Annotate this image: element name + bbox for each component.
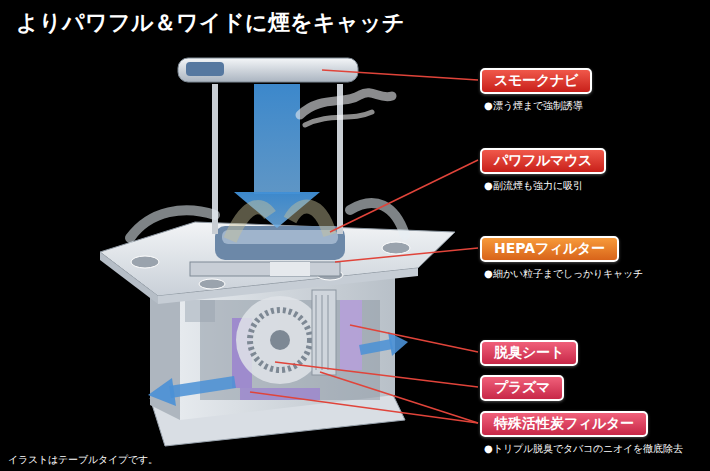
label-text: プラズマ: [494, 379, 550, 397]
label-text: 脱臭シート: [494, 344, 564, 362]
feature-note: ●副流煙も強力に吸引: [484, 179, 583, 193]
feature-note: ●トリプル脱臭でタバコのニオイを徹底除去: [484, 442, 683, 456]
feature-note: ●細かい粒子までしっかりキャッチ: [484, 267, 643, 281]
feature-note: ●漂う煙まで強制誘導: [484, 99, 583, 113]
label-text: スモークナビ: [494, 72, 578, 90]
label-text: HEPAフィルター: [494, 240, 605, 258]
title: よりパワフル＆ワイドに煙をキャッチ: [16, 8, 405, 38]
callout-label: HEPAフィルター●細かい粒子までしっかりキャッチ: [480, 236, 619, 262]
label-text: 特殊活性炭フィルター: [494, 415, 634, 433]
callout-label: 脱臭シート: [480, 340, 578, 366]
label-text: パワフルマウス: [494, 152, 592, 170]
callout-label: スモークナビ●漂う煙まで強制誘導: [480, 68, 592, 94]
caption: イラストはテーブルタイプです。: [8, 453, 158, 467]
callout-label: プラズマ: [480, 375, 564, 401]
callout-label: パワフルマウス●副流煙も強力に吸引: [480, 148, 606, 174]
callout-label: 特殊活性炭フィルター●トリプル脱臭でタバコのニオイを徹底除去: [480, 411, 648, 437]
